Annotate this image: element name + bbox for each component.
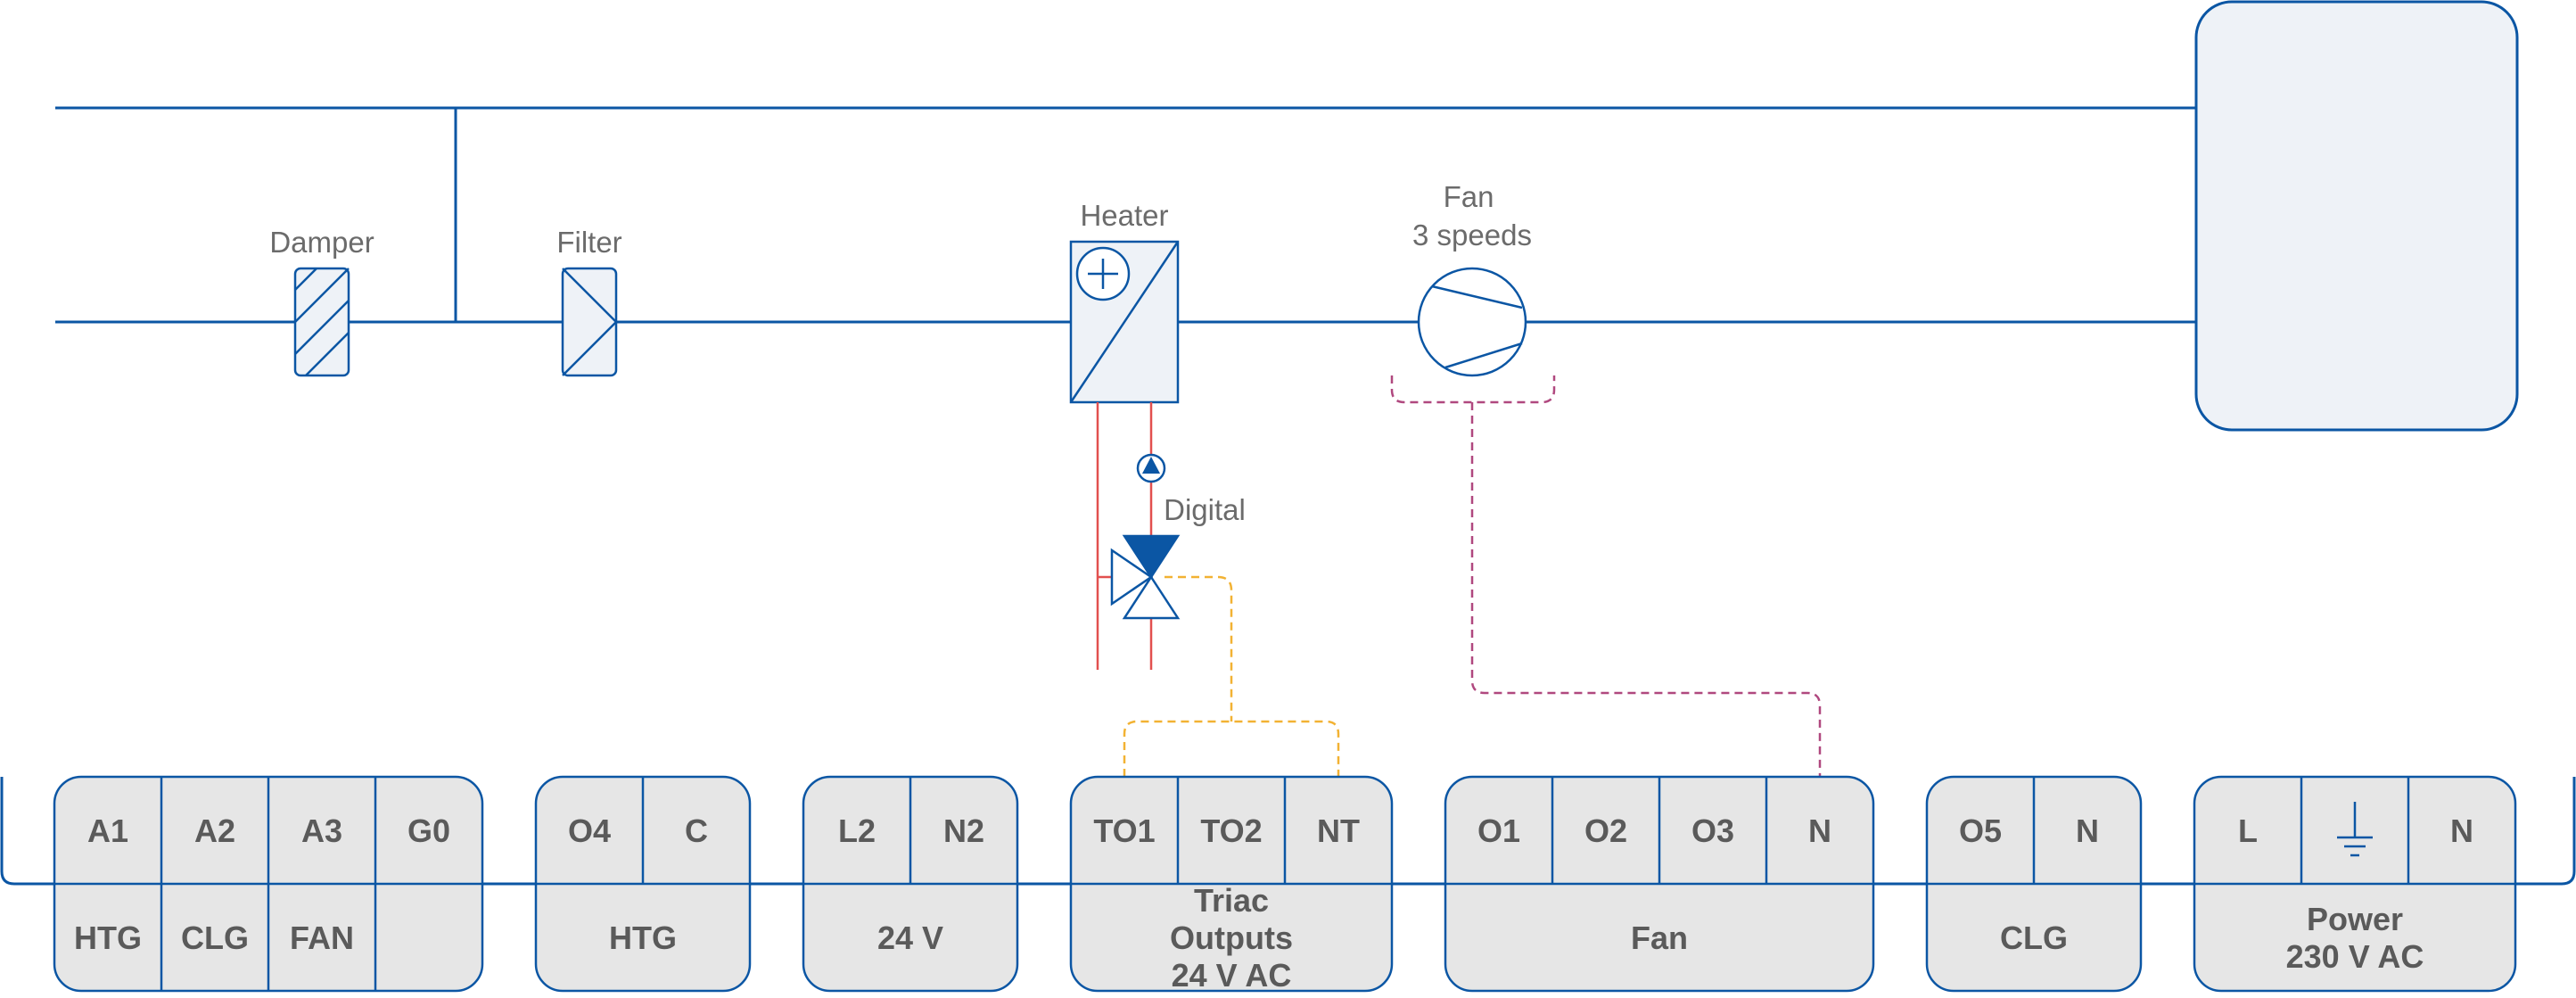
terminal-l[interactable]: L (2238, 812, 2258, 849)
ground-icon (2337, 802, 2373, 857)
terminal-group-label: 24 V AC (1172, 957, 1292, 994)
terminal-a1[interactable]: A1 (87, 812, 128, 849)
terminal-block-htg: O4 C HTG (534, 775, 752, 993)
damper-symbol (293, 267, 350, 377)
terminal-group-label: HTG (609, 920, 677, 956)
terminal-n2[interactable]: N2 (943, 812, 984, 849)
heater-label: Heater (1080, 199, 1168, 232)
terminal-to1[interactable]: TO1 (1093, 812, 1155, 849)
terminal-group-label: 230 V AC (2286, 938, 2424, 975)
pump-symbol (1136, 453, 1166, 483)
fan-wire (1390, 375, 1556, 404)
terminal-o1[interactable]: O1 (1477, 812, 1520, 849)
terminal-to2[interactable]: TO2 (1200, 812, 1262, 849)
damper-label: Damper (269, 226, 374, 259)
terminal-nt[interactable]: NT (1317, 812, 1360, 849)
terminal-block-fan: O1 O2 O3 N Fan (1444, 775, 1875, 993)
terminal-g0[interactable]: G0 (407, 812, 450, 849)
terminal-function-label: HTG (74, 920, 142, 956)
filter-label: Filter (556, 226, 621, 259)
terminal-block-clg: O5 N CLG (1925, 775, 2143, 993)
terminal-l2[interactable]: L2 (838, 812, 876, 849)
terminal-group-label: Triac (1194, 882, 1269, 919)
fan-label-line2: 3 speeds (1412, 219, 1532, 252)
three-way-valve (1110, 534, 1181, 620)
terminal-o5[interactable]: O5 (1959, 812, 2002, 849)
heater-symbol (1069, 240, 1180, 404)
fan-wire-drop (1470, 402, 1822, 777)
terminal-o3[interactable]: O3 (1691, 812, 1734, 849)
terminal-n[interactable]: N (2450, 812, 2473, 849)
room-box (2194, 0, 2519, 432)
terminal-group-label: Fan (1631, 920, 1688, 956)
terminal-group-label: Outputs (1170, 920, 1293, 956)
terminal-group-label: 24 V (877, 920, 943, 956)
terminal-group-label: Power (2307, 901, 2403, 937)
terminal-a3[interactable]: A3 (301, 812, 342, 849)
terminal-c[interactable]: C (685, 812, 708, 849)
fan-label-line1: Fan (1444, 180, 1494, 213)
terminal-o2[interactable]: O2 (1584, 812, 1627, 849)
terminal-n[interactable]: N (1808, 812, 1831, 849)
terminal-function-label: CLG (181, 920, 249, 956)
terminal-a2[interactable]: A2 (194, 812, 235, 849)
valve-label: Digital (1164, 493, 1246, 526)
fan-symbol (1417, 267, 1527, 377)
valve-wire (1165, 575, 1233, 722)
terminal-n[interactable]: N (2076, 812, 2099, 849)
terminal-block-supply24: L2 N2 24 V (802, 775, 1019, 993)
valve-wire-bracket (1123, 720, 1340, 777)
terminal-function-label: FAN (290, 920, 354, 956)
terminal-o4[interactable]: O4 (568, 812, 611, 849)
filter-symbol (561, 267, 618, 377)
terminal-group-label: CLG (2000, 920, 2068, 956)
